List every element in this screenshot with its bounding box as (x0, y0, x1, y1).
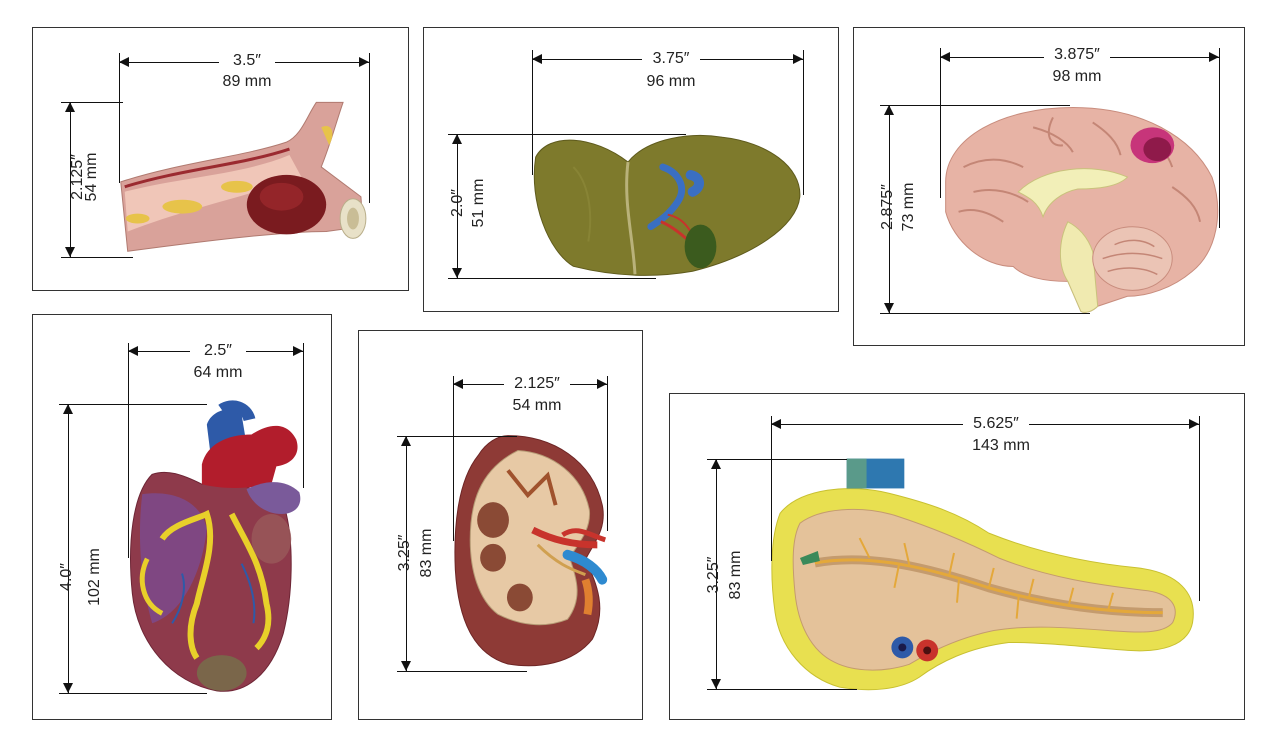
kidney-height-mm: 83 mm (418, 528, 435, 578)
liver-height-mm: 51 mm (470, 178, 487, 228)
liver-height-inches: 2.0″ (449, 189, 466, 217)
brain-height-mm: 73 mm (900, 182, 917, 232)
artery-width-mm: 89 mm (209, 73, 285, 91)
heart-model-image (130, 400, 301, 692)
pancreas-height-inches: 3.25″ (705, 556, 722, 594)
kidney-panel: 2.125″ 54 mm 3.25″ 83 mm (358, 330, 643, 720)
brain-panel: 3.875″ 98 mm 2.875″ 73 mm (853, 27, 1245, 346)
kidney-height-inches: 3.25″ (396, 534, 413, 572)
kidney-width-inches: 2.125″ (504, 375, 570, 393)
pancreas-height-mm: 83 mm (727, 550, 744, 600)
brain-width-mm: 98 mm (1039, 68, 1115, 86)
liver-width-mm: 96 mm (633, 73, 709, 91)
liver-panel: 3.75″ 96 mm 2.0″ 51 mm (423, 27, 839, 312)
brain-model-image (945, 107, 1219, 313)
kidney-width-mm: 54 mm (499, 397, 575, 415)
liver-width-inches: 3.75″ (642, 50, 700, 68)
brain-height-inches: 2.875″ (879, 184, 896, 230)
pancreas-panel: 5.625″ 143 mm 3.25″ 83 mm (669, 393, 1245, 720)
artery-panel: 3.5″ 89 mm 2.125″ 54 mm (32, 27, 409, 291)
pancreas-width-inches: 5.625″ (963, 415, 1029, 433)
artery-height-mm: 54 mm (83, 152, 100, 202)
heart-height-mm: 102 mm (86, 548, 103, 606)
artery-model-image (120, 101, 367, 252)
kidney-model-image (454, 435, 608, 667)
heart-panel: 2.5″ 64 mm 4.0″ 102 mm (32, 314, 332, 720)
liver-model-image (533, 135, 801, 276)
artery-width-inches: 3.5″ (219, 52, 275, 70)
brain-width-inches: 3.875″ (1044, 46, 1110, 64)
pancreas-model-image (771, 458, 1194, 691)
heart-height-inches: 4.0″ (58, 563, 75, 591)
heart-width-inches: 2.5″ (190, 342, 246, 360)
heart-width-mm: 64 mm (180, 364, 256, 382)
pancreas-width-mm: 143 mm (963, 437, 1039, 455)
